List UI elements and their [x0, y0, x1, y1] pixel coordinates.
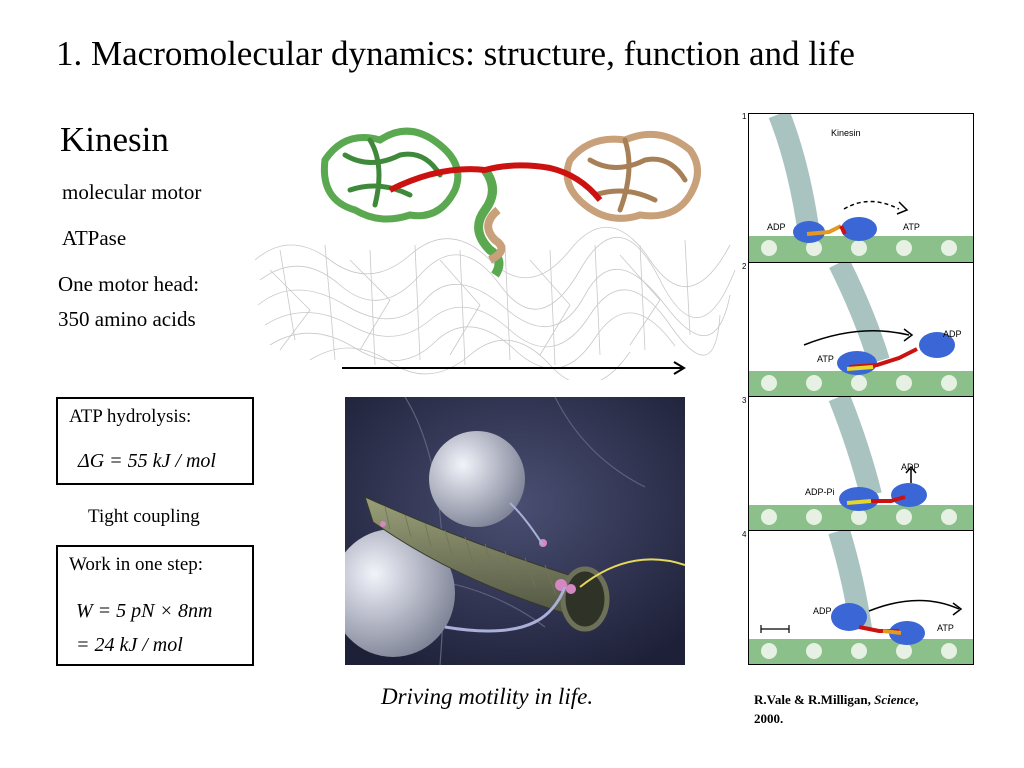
tan-motor-head [563, 130, 701, 222]
prop-motor-head: One motor head: [58, 272, 200, 296]
mechanism-panel-1: Kinesin ADP ATP [748, 113, 974, 263]
green-motor-head [320, 127, 462, 223]
panel-4-left-label: ADP [813, 606, 832, 616]
kinesin-structure-illustration [254, 127, 736, 380]
tight-coupling-text: Tight coupling [88, 506, 200, 527]
panel-number-4: 4 [742, 530, 747, 539]
vesicle-sphere-left [345, 529, 455, 657]
panel-3-right-label: ADP [901, 462, 920, 472]
microtubule-end [560, 566, 610, 632]
prop-amino-acids: 350 amino acids [58, 307, 196, 331]
panel-number-1: 1 [742, 112, 747, 121]
panel-1-title: Kinesin [831, 128, 861, 138]
work-heading: Work in one step: [69, 554, 204, 575]
work-equation-line1: W = 5 pN × 8nm [76, 600, 213, 622]
red-neck-linker [388, 162, 603, 202]
mechanism-panel-4: ADP ATP [748, 530, 974, 665]
panel-4-right-label: ATP [937, 623, 954, 633]
tan-neck-helix [484, 206, 506, 264]
microtubule-artwork-image [345, 397, 685, 665]
panel-1-left-label: ADP [767, 222, 786, 232]
direction-arrow [342, 361, 686, 375]
panel-number-3: 3 [742, 396, 747, 405]
green-neck-helix [474, 167, 504, 278]
hydrolysis-box: ATP hydrolysis: ΔG = 55 kJ / mol [56, 397, 254, 485]
reference-authors: R.Vale & R.Milligan, [754, 692, 871, 707]
reference-year: 2000. [754, 711, 784, 726]
kinesin-heading: Kinesin [60, 120, 169, 159]
microtubule-wireframe [254, 226, 736, 380]
reference-journal: Science [874, 692, 916, 707]
panel-number-2: 2 [742, 262, 747, 271]
panel-3-left-label: ADP-Pi [805, 487, 835, 497]
panel-2-right-label: ADP [943, 329, 962, 339]
hydrolysis-equation: ΔG = 55 kJ / mol [78, 450, 216, 472]
reference-citation: R.Vale & R.Milligan, Science, 2000. [754, 690, 919, 728]
vesicle-sphere-top [429, 431, 525, 527]
hydrolysis-heading: ATP hydrolysis: [69, 406, 192, 427]
prop-molecular-motor: molecular motor [62, 180, 202, 204]
panel-1-right-label: ATP [903, 222, 920, 232]
work-equation-line2: = 24 kJ / mol [76, 634, 183, 656]
panel-2-left-label: ATP [817, 354, 834, 364]
reference-comma: , [915, 692, 919, 707]
slide-title: 1. Macromolecular dynamics: structure, f… [56, 34, 855, 73]
prop-atpase: ATPase [62, 226, 127, 250]
mechanism-panel-2: ATP ADP [748, 262, 974, 397]
figure-caption: Driving motility in life. [381, 684, 594, 709]
mechanism-panel-3: ADP-Pi ADP [748, 396, 974, 531]
work-box: Work in one step: W = 5 pN × 8nm = 24 kJ… [56, 545, 254, 666]
